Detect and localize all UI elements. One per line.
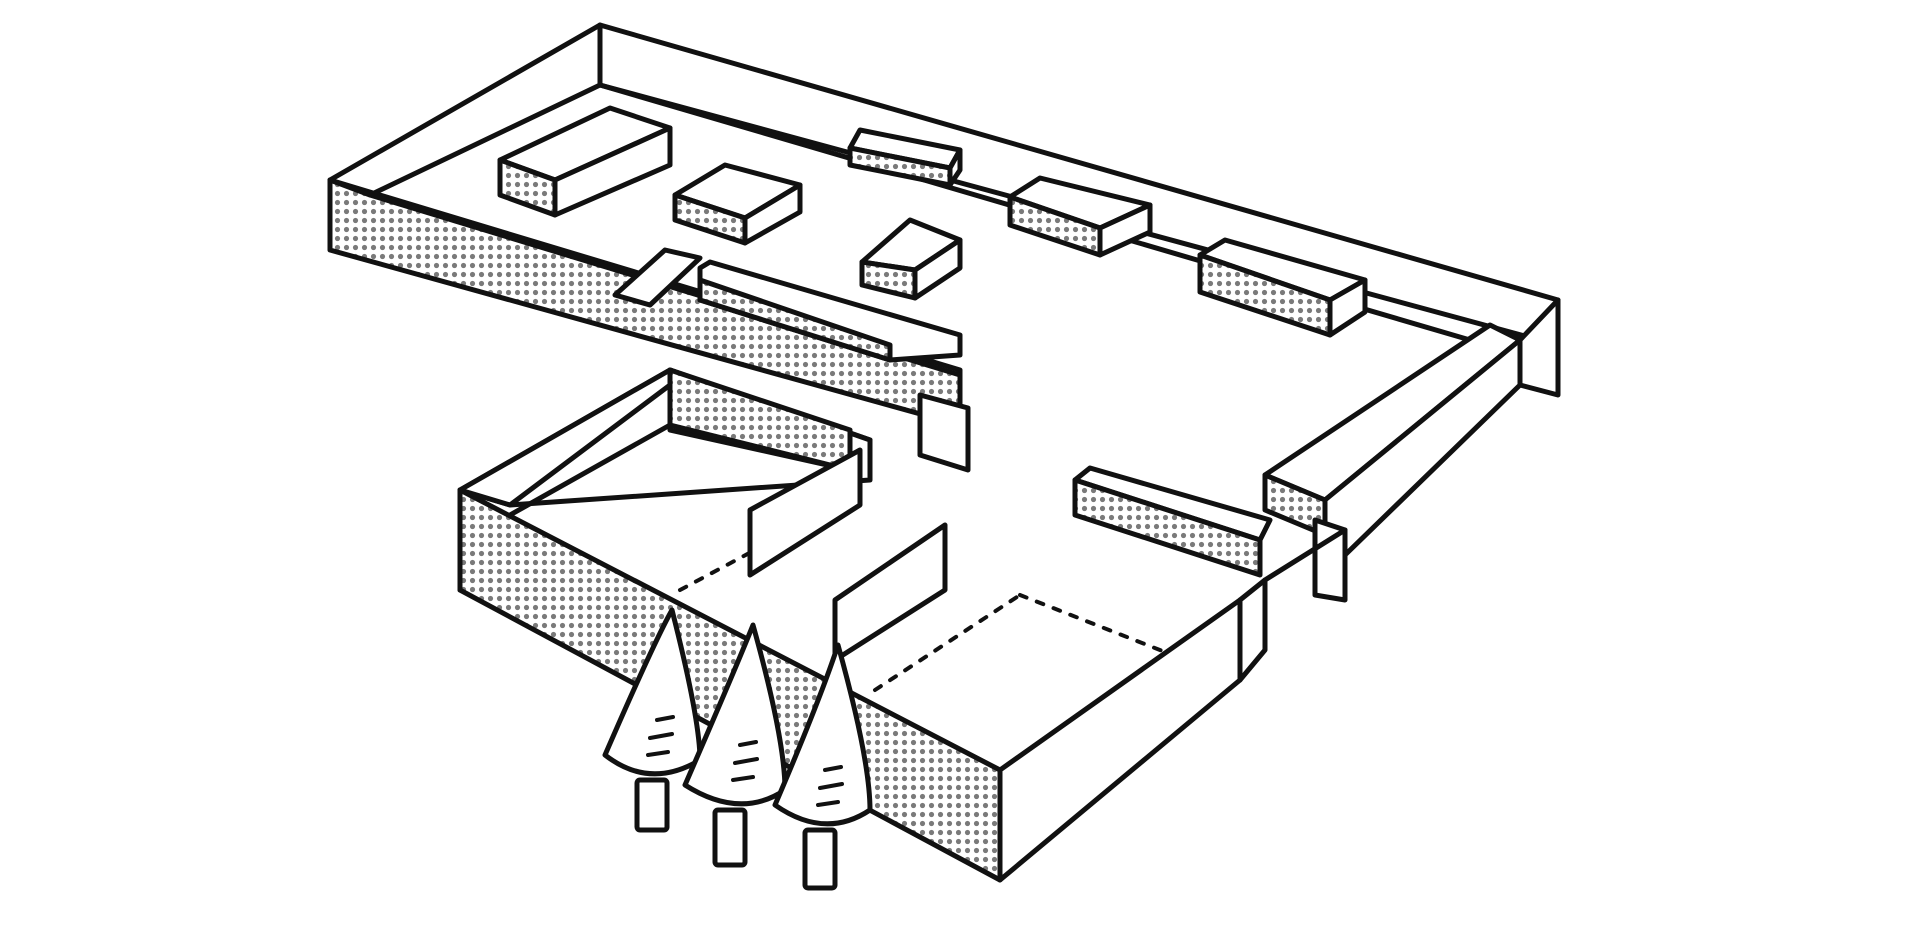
front-wall [997, 527, 1348, 883]
block-2 [672, 162, 803, 246]
east-bar [1072, 465, 1273, 578]
conifer-tree-icon [602, 607, 703, 833]
conifer-tree-icon [772, 642, 873, 891]
middle-wing [457, 367, 873, 518]
dotted-floor-lines [678, 548, 1167, 692]
block-5 [1007, 175, 1153, 258]
block-3 [847, 127, 963, 188]
conifer-tree-icon [682, 622, 788, 868]
east-block [1262, 297, 1561, 603]
block-1 [497, 105, 673, 218]
door-panels [747, 392, 971, 663]
block-4 [859, 217, 963, 301]
block-6 [1197, 237, 1368, 338]
